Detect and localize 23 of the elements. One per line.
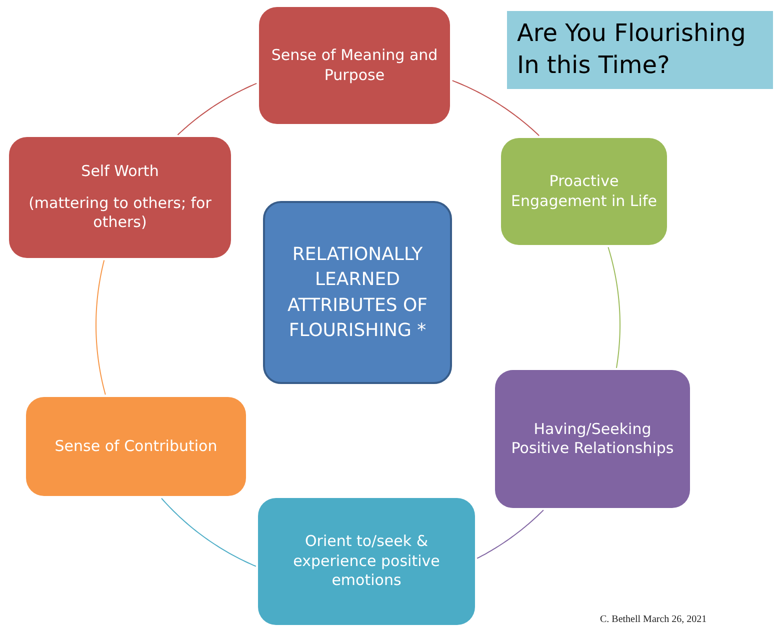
attribute-box — [495, 370, 690, 508]
box-text: Self Worth — [81, 162, 159, 182]
center-box — [263, 201, 452, 384]
connector-arc — [476, 510, 544, 559]
connector-arc — [161, 498, 256, 567]
author-date-note: C. Bethell March 26, 2021 — [600, 614, 707, 625]
connector-arc — [452, 80, 540, 136]
box-text: Sense of Contribution — [54, 436, 218, 456]
box-text: Having/Seeking Positive Relationships — [510, 420, 675, 458]
attribute-box — [9, 137, 231, 258]
attribute-box — [26, 397, 246, 496]
box-text: Sense of Meaning and Purpose — [270, 46, 439, 85]
box-text: Orient to/seek & experience positive emotions — [292, 532, 441, 591]
connector-arc — [96, 260, 106, 396]
attribute-box — [258, 498, 475, 625]
attribute-box — [501, 138, 667, 245]
box-subtext: (mattering to others; for others) — [28, 194, 212, 233]
box-text: RELATIONALLY LEARNED ATTRIBUTES OF FLOURISHING * — [286, 243, 428, 343]
connector-arc — [177, 82, 258, 136]
box-text: Proactive Engagement in Life — [511, 172, 657, 211]
connector-arc — [608, 246, 620, 368]
title: Are You Flourishing In this Time? — [507, 11, 773, 89]
attribute-box — [259, 7, 450, 124]
